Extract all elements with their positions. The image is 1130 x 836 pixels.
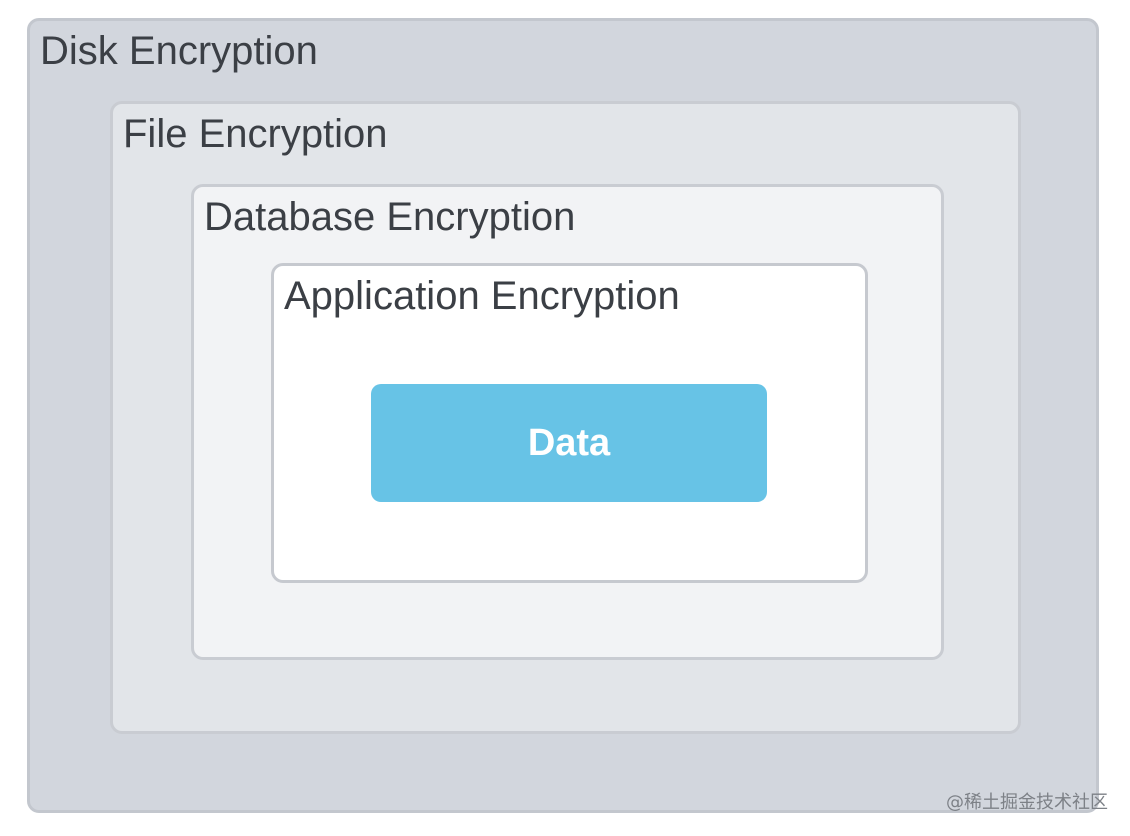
watermark: @稀土掘金技术社区 — [946, 792, 1108, 813]
data-box: Data — [371, 384, 767, 502]
file-encryption-label: File Encryption — [123, 112, 388, 156]
disk-encryption-layer: Disk Encryption File Encryption Database… — [27, 18, 1099, 813]
application-encryption-label: Application Encryption — [284, 274, 680, 318]
application-encryption-layer: Application Encryption Data — [271, 263, 868, 583]
database-encryption-layer: Database Encryption Application Encrypti… — [191, 184, 944, 660]
disk-encryption-label: Disk Encryption — [40, 29, 318, 73]
file-encryption-layer: File Encryption Database Encryption Appl… — [110, 101, 1021, 734]
database-encryption-label: Database Encryption — [204, 195, 576, 239]
data-label: Data — [527, 421, 611, 464]
